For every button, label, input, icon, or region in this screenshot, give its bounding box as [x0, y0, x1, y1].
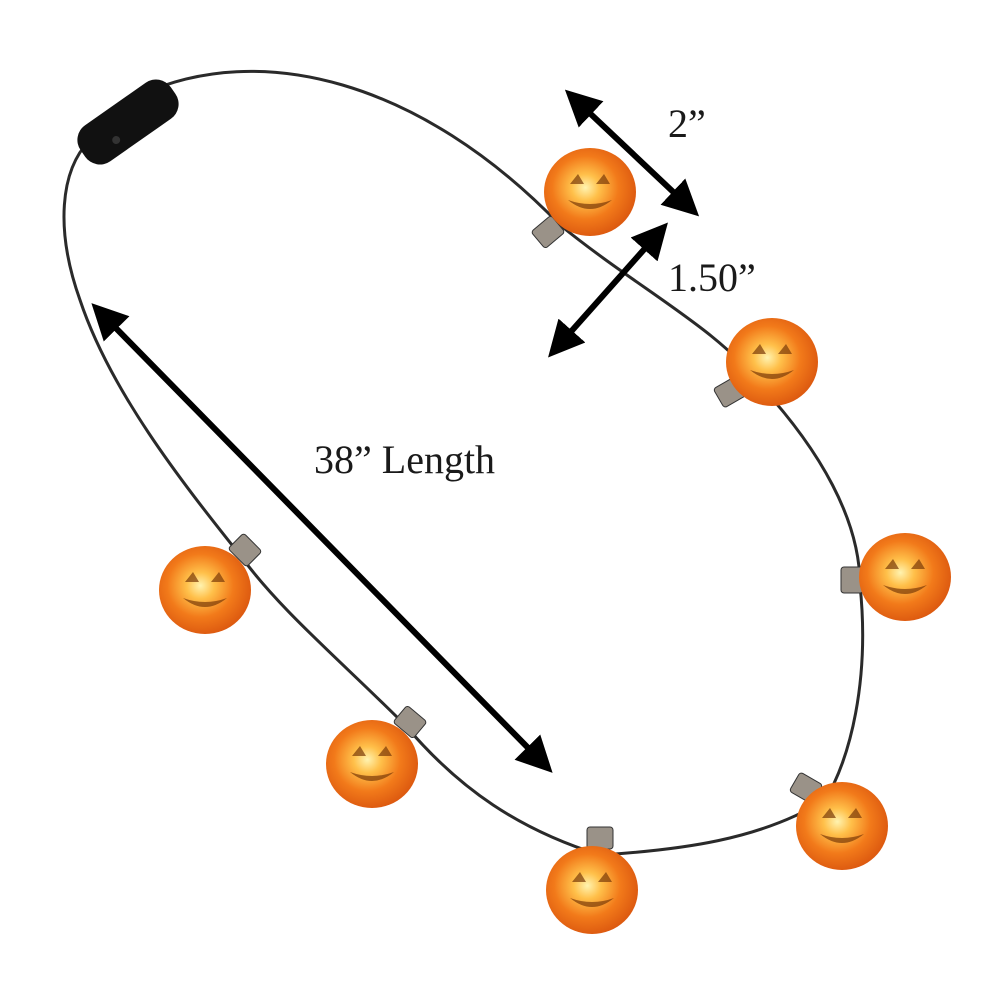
height-label: 2”: [668, 101, 706, 146]
pumpkin-face: [820, 808, 864, 843]
length-arrow: [91, 303, 553, 773]
pumpkin-face: [570, 872, 614, 907]
pumpkin-light: [531, 148, 636, 249]
pumpkin-light: [546, 826, 638, 934]
pumpkin-body: [326, 720, 418, 808]
width-arrow: [548, 222, 668, 358]
pumpkin-light: [159, 533, 262, 634]
pumpkin-body: [796, 782, 888, 870]
pumpkin-cap: [586, 826, 614, 850]
height-arrow: [564, 89, 700, 217]
pumpkin-face: [750, 344, 794, 379]
width-label: 1.50”: [668, 255, 756, 300]
pumpkin-body: [726, 318, 818, 406]
battery-box: [77, 79, 179, 165]
pumpkin-light: [326, 705, 427, 808]
pumpkin-body: [159, 546, 251, 634]
pumpkin-light: [713, 318, 818, 408]
pumpkin-face: [883, 559, 927, 594]
length-label: 38” Length: [314, 437, 496, 482]
pumpkin-body: [546, 846, 638, 934]
pumpkin-body: [544, 148, 636, 236]
pumpkin-light: [789, 772, 888, 870]
pumpkin-body: [859, 533, 951, 621]
pumpkin-light: [840, 533, 951, 621]
